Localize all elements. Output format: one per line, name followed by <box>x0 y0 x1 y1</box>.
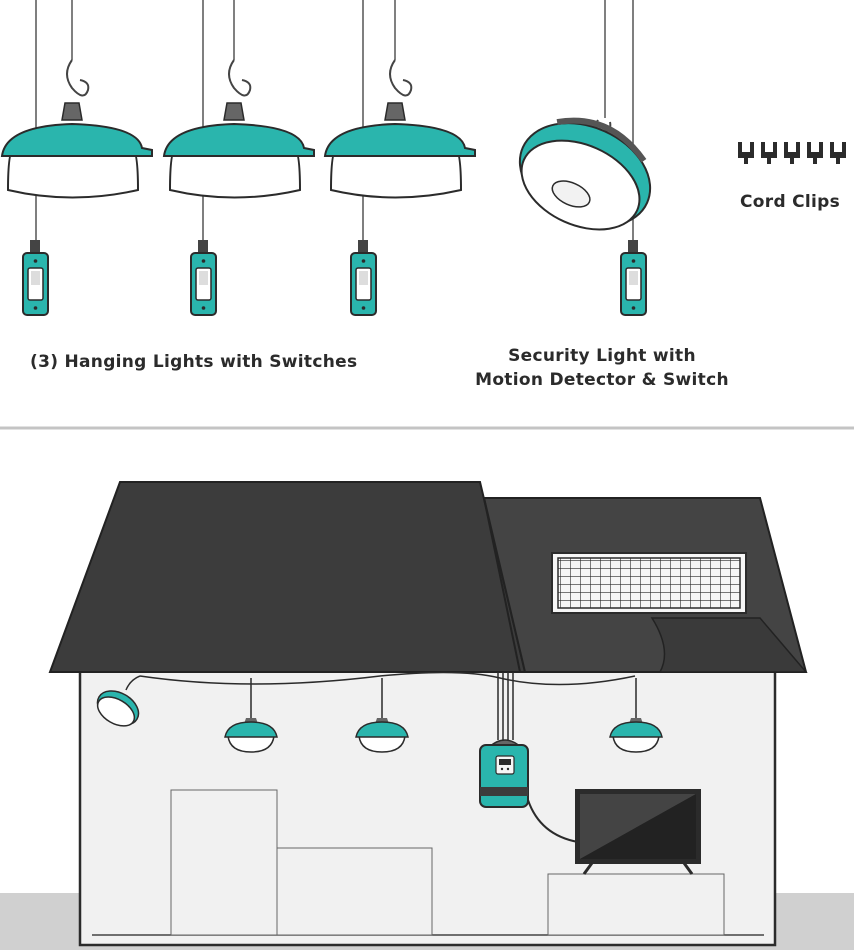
security-label-line-1: Security Light with <box>508 346 696 366</box>
hanging-lights-label: (3) Hanging Lights with Switches <box>30 352 358 372</box>
security-light <box>518 0 652 316</box>
cord-clips-icon <box>738 142 846 164</box>
furniture <box>170 789 725 936</box>
control-box <box>479 739 579 843</box>
security-label-line-2: Motion Detector & Switch <box>475 370 729 390</box>
solar-panel <box>551 552 747 614</box>
house-security-light <box>96 675 141 727</box>
light-switch-3 <box>350 240 377 316</box>
hanging-light-2 <box>162 0 315 250</box>
house-light-1 <box>224 678 278 753</box>
hanging-light-1 <box>0 0 153 250</box>
hanging-light-3 <box>323 0 476 250</box>
television <box>575 789 701 875</box>
cord-clips-label: Cord Clips <box>740 192 841 212</box>
house-light-2 <box>355 678 409 753</box>
light-switch-2 <box>190 240 217 316</box>
light-switch-1 <box>22 240 49 316</box>
house-light-3 <box>609 678 663 753</box>
security-light-label: Security Light with Motion Detector & Sw… <box>470 344 734 392</box>
